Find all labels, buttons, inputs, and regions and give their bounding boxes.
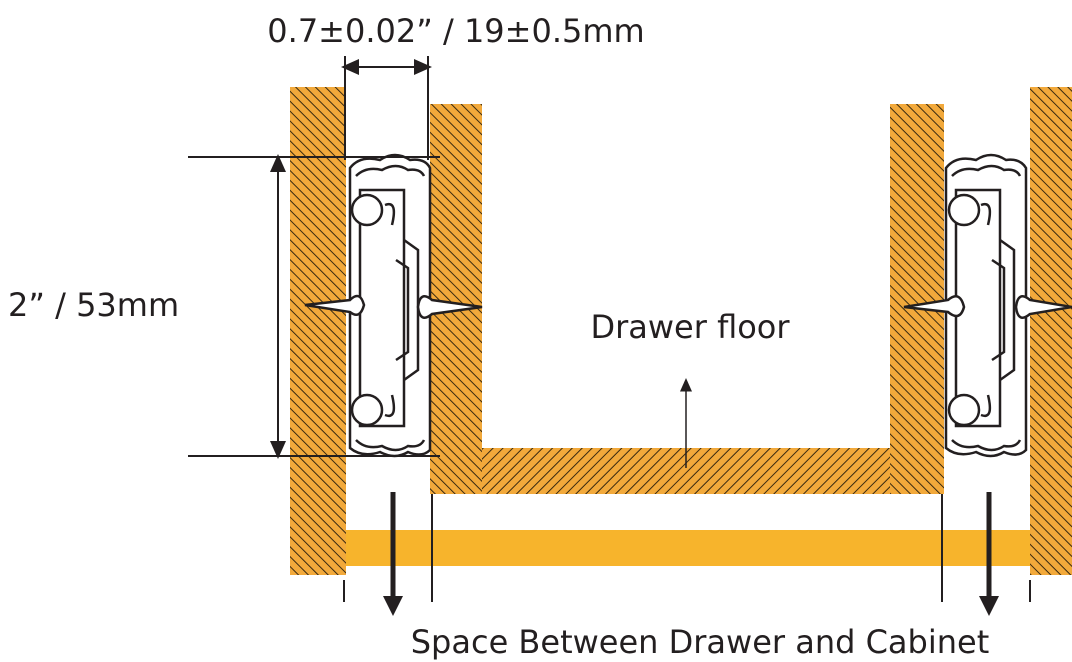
gap-guide-lines	[343, 494, 1031, 602]
right-cabinet-wall	[1030, 87, 1072, 575]
left-cabinet-wall	[290, 87, 346, 575]
left-drawer-side	[430, 104, 482, 494]
cabinet-bottom-board	[344, 530, 1032, 566]
drawer-floor-label: Drawer floor	[590, 308, 790, 346]
right-gap-arrow	[979, 492, 999, 616]
height-dimension	[188, 154, 440, 459]
right-drawer-side	[890, 104, 944, 494]
width-dimension	[341, 56, 432, 160]
height-dimension-label: 2” / 53mm	[8, 286, 179, 324]
space-between-label: Space Between Drawer and Cabinet	[411, 623, 990, 661]
width-dimension-label: 0.7±0.02” / 19±0.5mm	[267, 12, 644, 50]
right-slide-mechanism	[903, 153, 1072, 458]
left-gap-arrow	[383, 492, 403, 616]
left-slide-mechanism	[304, 153, 483, 458]
